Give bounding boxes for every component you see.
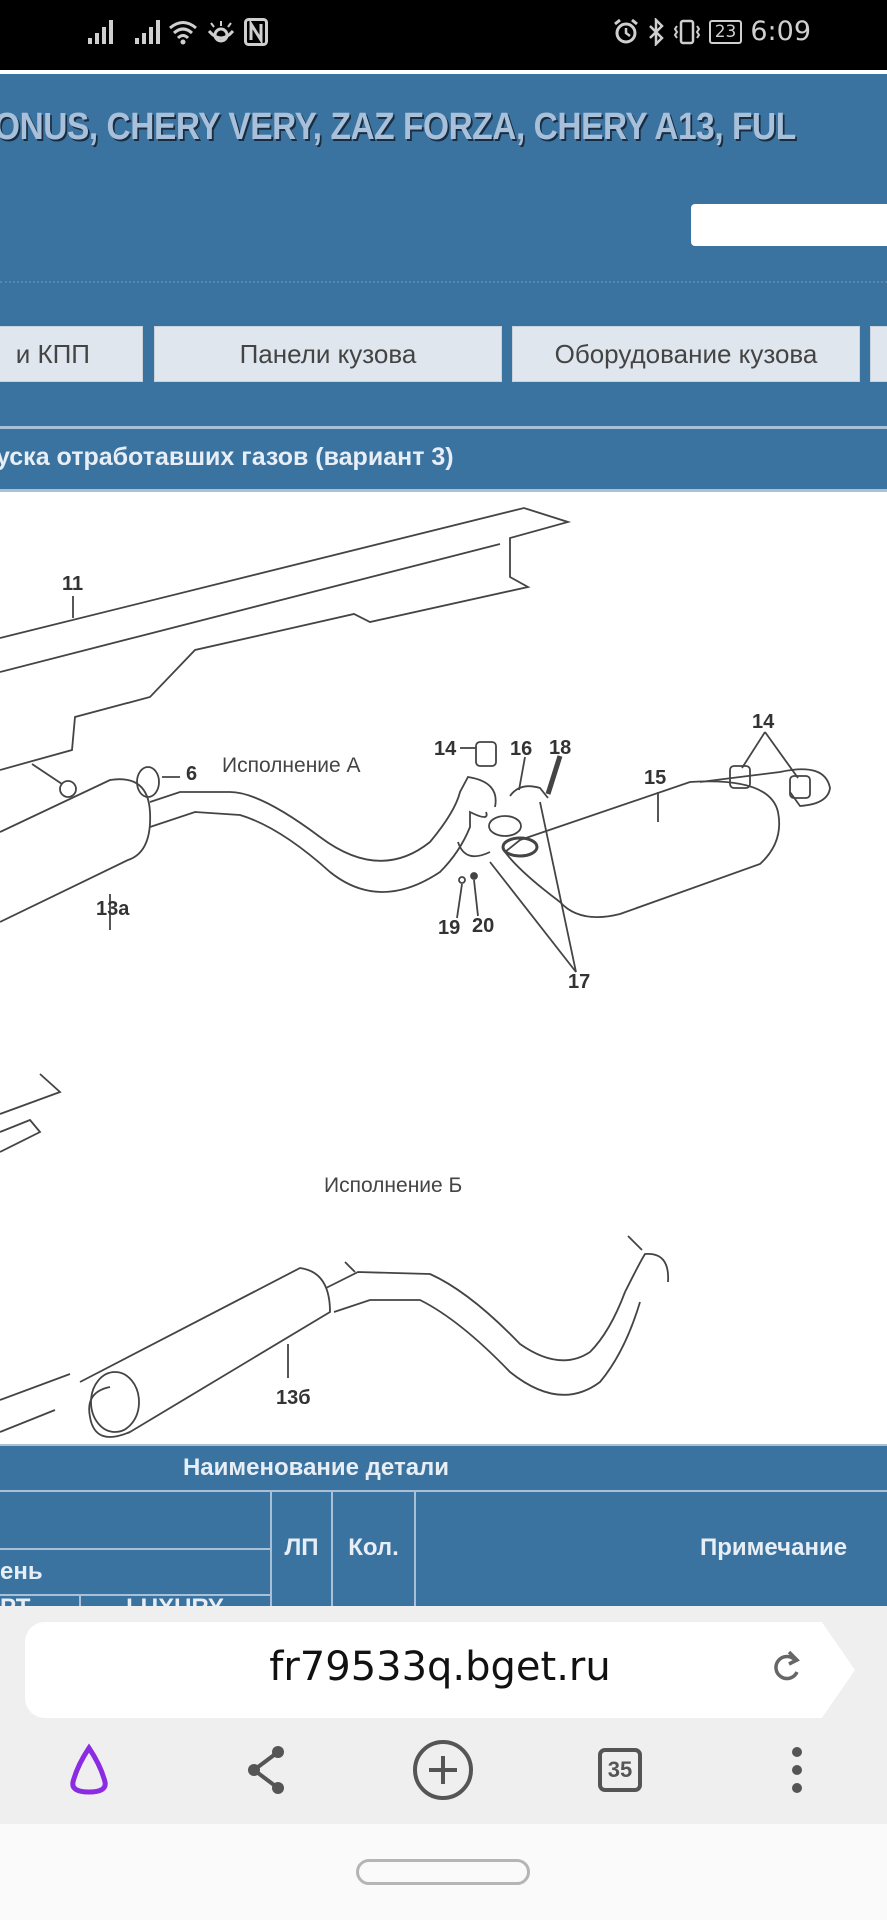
rubber-hanger-14	[729, 765, 751, 789]
web-page[interactable]: ONUS, CHERY VERY, ZAZ FORZA, CHERY A13, …	[0, 74, 887, 1606]
section-title: уска отработавших газов (вариант 3)	[0, 443, 454, 471]
callout-label: 11	[62, 573, 83, 595]
share-icon	[248, 1746, 284, 1794]
divider	[0, 1490, 887, 1492]
nfc-icon	[244, 18, 268, 46]
search-input[interactable]	[691, 204, 887, 246]
callout-label: 13б	[276, 1387, 311, 1409]
tabs-button[interactable]: 35	[588, 1738, 652, 1802]
header-part-name: Наименование детали	[182, 1454, 450, 1481]
battery-icon: 23	[708, 19, 743, 44]
rubber-hanger-14	[475, 741, 497, 767]
callout-label: 13а	[96, 898, 130, 920]
diagram-svg: 11 6 13а 14 16 18 15 14 19 20 17 13б Исп…	[0, 507, 831, 1438]
signal-icon	[88, 20, 113, 44]
parts-table: Наименование детали ень РТ LUXURY ЛП Кол…	[0, 1444, 887, 1606]
signal-icon	[135, 20, 160, 44]
share-button[interactable]	[234, 1738, 298, 1802]
callout-label: 17	[568, 971, 590, 993]
heat-shield-part	[0, 507, 572, 771]
header-trim-group: ень	[0, 1558, 43, 1585]
pipe-a	[149, 776, 497, 862]
callout-label: 15	[644, 767, 666, 789]
header-note: Примечание	[700, 1534, 848, 1561]
divider	[270, 1490, 272, 1606]
variant-b-label: Исполнение Б	[324, 1174, 462, 1197]
site-header: ONUS, CHERY VERY, ZAZ FORZA, CHERY A13, …	[0, 74, 887, 428]
tab-next[interactable]	[870, 326, 887, 382]
home-gesture-handle[interactable]	[356, 1859, 530, 1885]
divider	[0, 1444, 887, 1446]
header-lp: ЛП	[284, 1534, 319, 1561]
new-tab-button[interactable]	[411, 1738, 475, 1802]
status-bar: 23 6:09	[0, 0, 887, 70]
reload-icon[interactable]	[767, 1648, 807, 1688]
variant-a-label: Исполнение А	[222, 754, 361, 777]
address-bar[interactable]: fr79533q.bget.ru	[25, 1622, 855, 1718]
muffler-13b	[79, 1267, 331, 1438]
tab-body-panels[interactable]: Панели кузова	[154, 326, 502, 382]
divider	[0, 281, 887, 283]
eye-comfort-icon	[207, 21, 235, 43]
system-navigation-bar	[0, 1824, 887, 1920]
divider	[0, 426, 887, 429]
callout-label: 14	[752, 711, 775, 733]
rubber-hanger-part	[59, 780, 77, 798]
alarm-icon	[613, 18, 638, 43]
pipe-b	[325, 1253, 669, 1362]
muffler-15	[503, 780, 781, 919]
clamp-17	[457, 841, 491, 858]
tab-engine-gearbox[interactable]: и КПП	[0, 326, 143, 382]
callout-label: 20	[472, 915, 494, 937]
divider	[331, 1490, 333, 1606]
more-vertical-icon	[792, 1747, 802, 1793]
menu-button[interactable]	[765, 1738, 829, 1802]
clamp-16	[509, 785, 549, 799]
header-quantity: Кол.	[348, 1534, 399, 1561]
divider	[0, 1594, 270, 1596]
callout-label: 6	[186, 763, 197, 785]
divider	[414, 1490, 416, 1606]
alice-assistant-button[interactable]	[57, 1738, 121, 1802]
tab-body-equipment[interactable]: Оборудование кузова	[512, 326, 860, 382]
plus-circle-icon	[413, 1740, 473, 1800]
url-text[interactable]: fr79533q.bget.ru	[269, 1644, 611, 1690]
divider	[0, 70, 887, 74]
section-header: уска отработавших газов (вариант 3)	[0, 429, 887, 492]
header-trim-a: РТ	[0, 1594, 58, 1606]
header-trim-luxury: LUXURY	[80, 1594, 270, 1606]
clock: 6:09	[750, 16, 811, 47]
muffler-13a	[0, 778, 151, 923]
gasket	[488, 815, 522, 837]
bluetooth-icon	[648, 17, 664, 46]
tabs-count-icon: 35	[598, 1748, 642, 1792]
exhaust-system-diagram[interactable]: 11 6 13а 14 16 18 15 14 19 20 17 13б Исп…	[0, 492, 887, 1512]
rubber-hanger-6	[136, 766, 160, 798]
divider	[79, 1594, 81, 1606]
callout-label: 18	[549, 737, 571, 759]
browser-toolbar: fr79533q.bget.ru 35	[0, 1606, 887, 1824]
rubber-hanger-14	[789, 775, 811, 799]
alice-icon	[70, 1743, 108, 1795]
wifi-icon	[169, 21, 197, 45]
bolt-18	[545, 755, 563, 795]
vibrate-icon	[673, 19, 700, 44]
callout-label: 14	[434, 738, 457, 760]
callout-label: 16	[510, 738, 532, 760]
site-title[interactable]: ONUS, CHERY VERY, ZAZ FORZA, CHERY A13, …	[0, 106, 796, 148]
divider	[0, 1548, 270, 1550]
callout-label: 19	[438, 917, 460, 939]
